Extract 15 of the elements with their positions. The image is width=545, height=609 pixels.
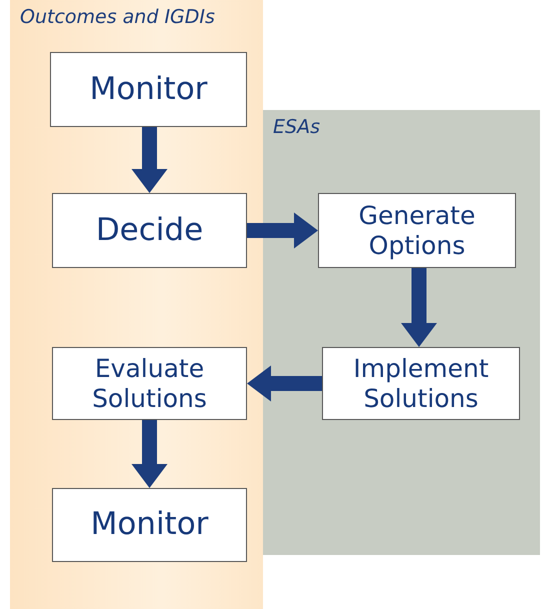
process-box: Evaluate Solutions xyxy=(52,347,247,420)
background-panel xyxy=(263,110,540,555)
arrow xyxy=(247,212,318,248)
process-box: Decide xyxy=(52,193,247,268)
arrow xyxy=(247,366,322,402)
background-panel xyxy=(10,0,263,609)
panel-heading: ESAs xyxy=(273,116,320,138)
process-box: Monitor xyxy=(52,488,247,562)
panel-heading: Outcomes and IGDIs xyxy=(20,6,215,28)
process-box: Monitor xyxy=(50,52,247,127)
arrow xyxy=(401,268,437,347)
process-box: Implement Solutions xyxy=(322,347,520,420)
process-box: Generate Options xyxy=(318,193,516,268)
arrow xyxy=(132,420,168,488)
arrow xyxy=(132,127,168,193)
